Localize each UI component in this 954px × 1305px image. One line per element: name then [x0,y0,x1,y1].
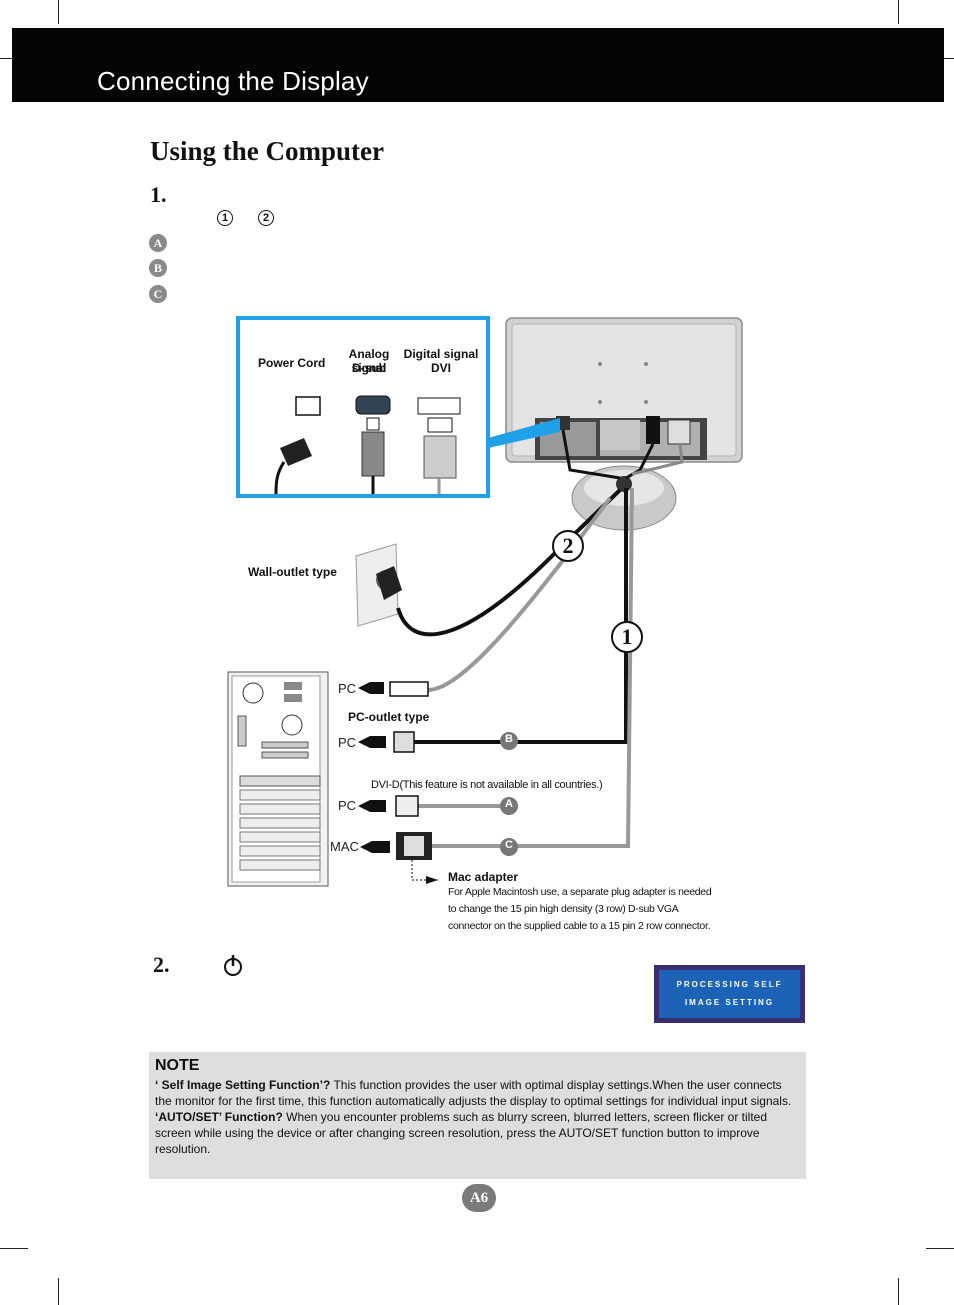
monitor-back [505,317,743,463]
crop-mark [58,0,59,24]
label-digital-1: Digital signal [403,347,479,361]
note-answer-1: This function provides the user with opt… [155,1078,792,1108]
bullet-c: C [149,285,167,303]
label-pc-2: PC [338,735,357,750]
page-number: A6 [462,1184,496,1212]
label-digital-2: DVI [430,361,451,375]
badge-c: C [505,839,513,851]
crop-mark [898,0,899,24]
label-mac: MAC [330,839,359,854]
step-2-number: 2. [153,952,170,977]
crop-mark [898,1278,899,1305]
bullet-a: A [149,234,167,252]
computer-tower [227,671,329,887]
label-wall-outlet: Wall-outlet type [248,565,337,579]
label-pc-1: PC [338,681,357,696]
osd-line-1: PROCESSING SELF [676,980,783,989]
mac-adapter-text-1: For Apple Macintosh use, a separate plug… [448,886,712,898]
cable-label-2: 2 [562,533,574,558]
label-pc-3: PC [338,798,357,813]
page-title: Connecting the Display [97,66,369,96]
note-answer-2: When you encounter problems such as blur… [155,1110,767,1156]
note-body: ‘ Self Image Setting Function’? This fun… [155,1077,800,1157]
label-power-cord: Power Cord [258,356,326,370]
osd-message-box: PROCESSING SELF IMAGE SETTING [654,965,805,1023]
note-question-2: ‘AUTO/SET’ Function? [155,1110,283,1124]
note-question-1: ‘ Self Image Setting Function’? [155,1078,331,1092]
label-pc-outlet: PC-outlet type [348,710,430,724]
note-heading: NOTE [155,1057,200,1074]
badge-a: A [505,798,513,810]
badge-b: B [505,733,513,745]
label-analog-1: Analog signal [348,347,390,375]
circle-number-2: 2 [258,210,274,226]
cable-label-1: 1 [621,624,633,649]
osd-line-2: IMAGE SETTING [684,998,775,1007]
bullet-b: B [149,259,167,277]
mac-adapter-title: Mac adapter [448,870,519,884]
crop-mark [926,1248,954,1249]
crop-mark [0,58,12,59]
mac-adapter-text-2: to change the 15 pin high density (3 row… [448,903,679,915]
circle-number-1: 1 [217,210,233,226]
power-icon [224,956,244,976]
crop-mark [0,1248,28,1249]
section-title: Using the Computer [150,136,384,166]
mac-adapter-text-3: connector on the supplied cable to a 15 … [448,920,711,932]
header-bar [12,28,944,102]
crop-mark [58,1278,59,1305]
dvi-note: DVI-D(This feature is not available in a… [371,779,603,791]
label-analog-2: D-sub [352,361,386,375]
step-1-number: 1. [150,182,167,207]
note-box [149,1052,806,1179]
